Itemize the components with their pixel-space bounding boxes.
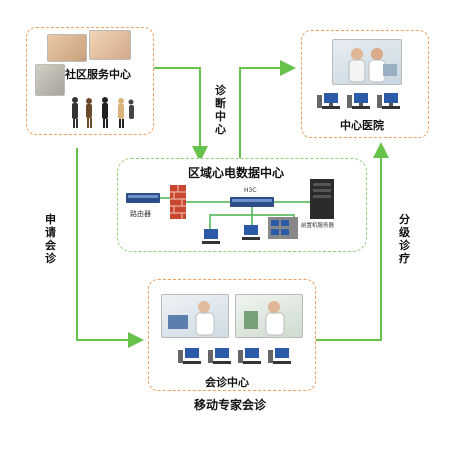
community-photo-3: [35, 64, 65, 96]
apply-flow-label: 申请会诊: [45, 213, 56, 265]
hospital-photo: [332, 39, 402, 85]
datacenter-label: 区域心电数据中心: [188, 166, 285, 180]
arrow-community-to-datacenter: [152, 67, 208, 162]
hospital-box: 中心医院: [301, 30, 429, 138]
consult-box: 会诊中心: [148, 279, 316, 391]
mobile-consult-label: 移动专家会诊: [194, 398, 267, 412]
hospital-label: 中心医院: [340, 119, 384, 132]
community-photo-2: [89, 30, 131, 60]
consult-label: 会诊中心: [205, 376, 249, 389]
hospital-computers: [317, 93, 400, 109]
switch-brand-label: H3C: [244, 187, 257, 194]
router-label: 路由器: [130, 210, 151, 218]
community-box: 社区服务中心: [26, 27, 154, 135]
server-label: 前置机服务器: [301, 223, 335, 229]
diagnosis-flow-label: 诊断中心: [215, 84, 226, 136]
community-photo-1: [47, 34, 87, 62]
arrow-community-to-consult: [76, 148, 144, 348]
datacenter-box: 区域心电数据中心 路由器 H3C 前置机服务器: [117, 158, 367, 252]
arrow-consult-to-hospital: [312, 142, 389, 341]
grading-flow-label: 分级诊疗: [399, 213, 410, 265]
community-label: 社区服务中心: [65, 68, 131, 81]
consult-photo-1: [161, 294, 229, 338]
consult-computers: [178, 348, 291, 364]
community-photo-people: [67, 94, 135, 130]
consult-photo-2: [235, 294, 303, 338]
arrow-datacenter-to-hospital: [239, 60, 296, 158]
datacenter-network: [126, 179, 334, 244]
